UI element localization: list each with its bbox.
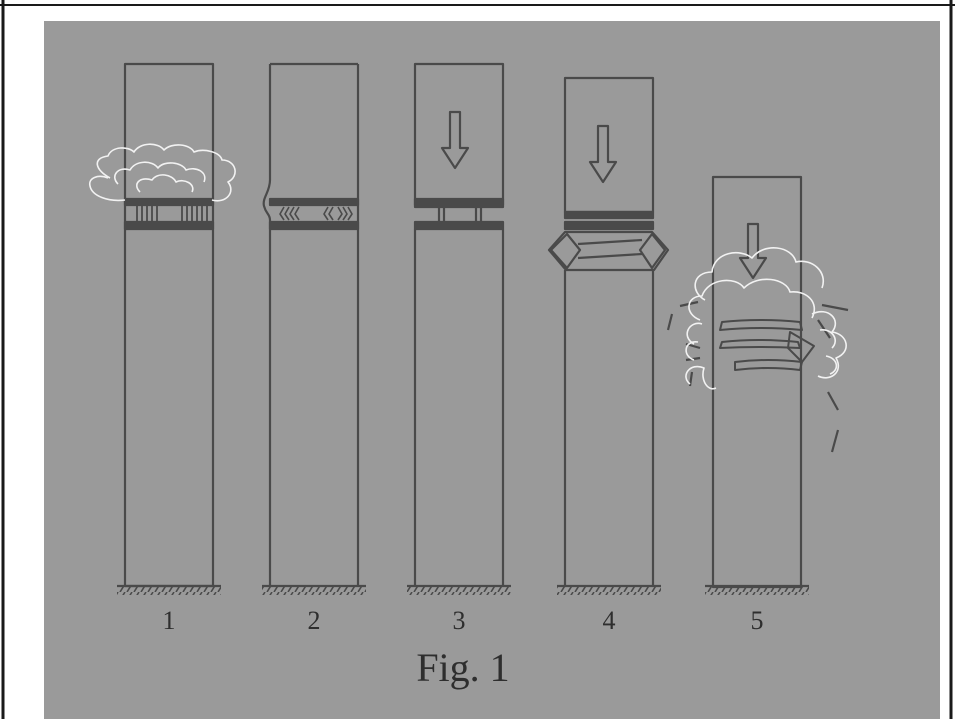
stage-2-label: 2 xyxy=(308,606,321,635)
stage-2-buckled-studs xyxy=(279,206,353,221)
stage-3-label: 3 xyxy=(453,606,466,635)
stage-3-column xyxy=(407,62,511,595)
down-arrow-icon xyxy=(440,110,470,170)
stage-5-label: 5 xyxy=(751,606,764,635)
smoke-cloud-icon xyxy=(685,247,847,390)
stage-1-ground-hatch xyxy=(117,586,221,595)
stage-1-column xyxy=(117,62,221,595)
stage-1-label: 1 xyxy=(163,606,176,635)
down-arrow-icon xyxy=(738,222,768,280)
down-arrow-icon xyxy=(588,124,618,184)
stage-5-column xyxy=(705,175,815,595)
stage-5-ground-hatch xyxy=(705,586,809,595)
stage-3-ground-hatch xyxy=(407,586,511,595)
stage-2-ground-hatch xyxy=(262,586,366,595)
stage-2-column xyxy=(262,62,366,595)
smoke-cloud-icon xyxy=(88,143,236,202)
figure-caption: Fig. 1 xyxy=(416,645,509,690)
stage-5-debris-layers xyxy=(719,319,815,371)
stage-4-ground-hatch xyxy=(557,586,661,595)
stage-1-floor-studs xyxy=(136,206,208,221)
stage-4-label: 4 xyxy=(603,606,616,635)
